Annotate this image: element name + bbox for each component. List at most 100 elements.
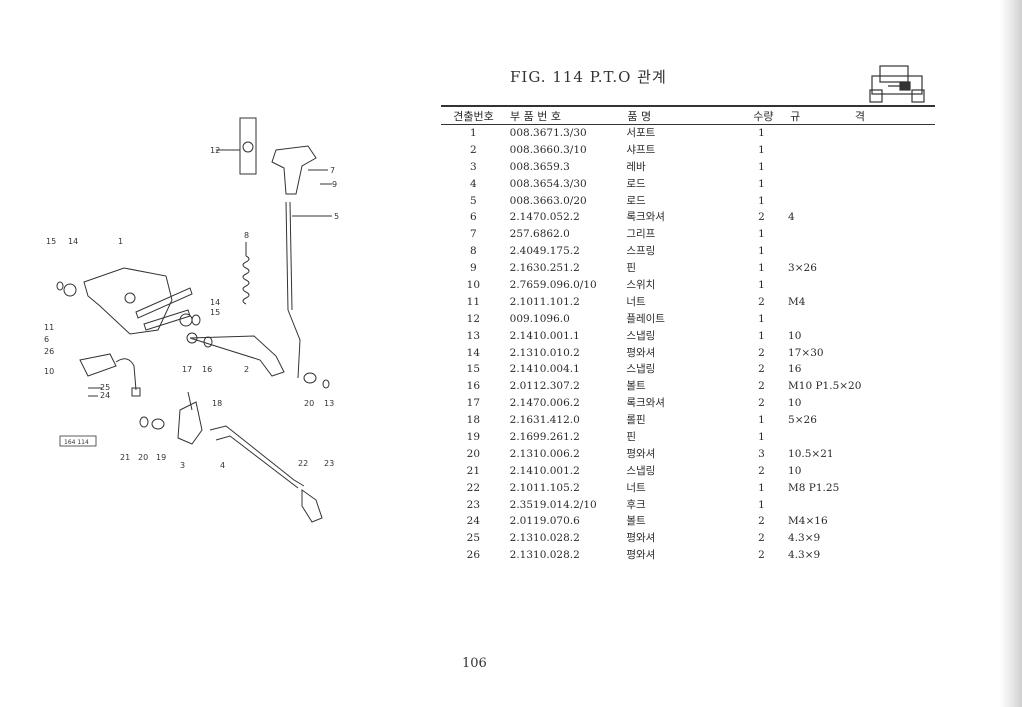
cell-part-no: 2.1410.001.1 [509, 329, 580, 342]
cell-no: 8 [469, 245, 477, 258]
cell-name: 플레이트 [626, 312, 665, 325]
svg-text:14: 14 [68, 237, 78, 246]
hook-23 [301, 489, 323, 523]
table-header-rule [441, 124, 935, 125]
svg-text:15: 15 [46, 237, 56, 246]
plate-12 [239, 117, 257, 175]
cell-qty: 1 [758, 127, 765, 139]
cell-no: 17 [466, 397, 481, 410]
cell-spec: 3×26 [788, 262, 817, 275]
header-spec-1: 규 [790, 110, 801, 123]
cell-qty: 1 [758, 262, 765, 275]
cell-part-no: 2.1699.261.2 [509, 431, 580, 444]
header-qty: 수량 [753, 110, 774, 123]
page-edge-shadow [1000, 0, 1022, 707]
cell-part-no: 009.1096.0 [509, 312, 570, 325]
svg-text:17: 17 [182, 365, 192, 374]
cell-no: 9 [469, 262, 477, 275]
svg-text:16: 16 [202, 365, 212, 374]
cell-no: 16 [466, 380, 481, 393]
cell-part-no: 2.1630.251.2 [509, 262, 580, 275]
cell-name: 평와셔 [626, 346, 656, 359]
cell-part-no: 2.0119.070.6 [509, 515, 580, 528]
cell-part-no: 008.3659.3 [509, 160, 570, 173]
cell-spec [784, 277, 935, 294]
grip-7 [271, 145, 317, 195]
cell-spec: M4×16 [788, 515, 828, 528]
svg-text:10: 10 [44, 367, 54, 376]
svg-text:18: 18 [212, 399, 222, 408]
cell-spec [784, 226, 935, 243]
cell-qty: 1 [758, 245, 765, 258]
cell-spec: M8 P1.25 [788, 481, 840, 494]
cell-no: 24 [466, 515, 481, 528]
cell-qty: 1 [758, 481, 765, 494]
cell-spec [784, 429, 935, 446]
svg-text:11: 11 [44, 323, 54, 332]
cell-name: 로드 [626, 177, 646, 190]
table-top-rule [441, 105, 935, 107]
cell-no: 4 [469, 177, 477, 190]
cell-spec [784, 159, 935, 176]
svg-text:13: 13 [324, 399, 334, 408]
support-1 [83, 267, 173, 335]
cell-part-no: 008.3671.3/30 [509, 127, 587, 139]
cell-part-no: 2.7659.096.0/10 [509, 279, 597, 292]
diagram-callouts: 12 7 9 5 8 15 14 1 14 15 11 6 26 10 25 2… [44, 146, 339, 470]
cell-part-no: 2.1011.101.2 [509, 295, 580, 308]
cell-part-no: 2.1011.105.2 [509, 481, 580, 494]
cell-part-no: 2.3519.014.2/10 [509, 498, 597, 511]
cell-name: 샤프트 [626, 143, 656, 156]
cell-qty: 1 [758, 431, 765, 444]
cell-name: 너트 [626, 295, 646, 308]
cell-no: 18 [466, 414, 481, 427]
cell-name: 스냅링 [626, 329, 656, 342]
cell-name: 볼트 [626, 380, 646, 393]
cell-no: 23 [466, 498, 481, 511]
cell-qty: 1 [758, 312, 765, 325]
cell-no: 15 [466, 363, 481, 376]
cell-qty: 1 [758, 329, 765, 342]
cell-name: 평와셔 [626, 549, 656, 562]
cell-name: 스프링 [626, 245, 656, 258]
cell-spec: 10 [788, 329, 802, 342]
cell-qty: 1 [758, 498, 765, 511]
cell-spec [784, 311, 935, 328]
cell-qty: 1 [758, 143, 765, 156]
cell-name: 로드 [626, 194, 646, 207]
cell-name: 핀 [626, 262, 636, 275]
cell-spec: 10.5×21 [788, 447, 834, 460]
rod-4 [209, 425, 305, 487]
cell-no: 20 [466, 447, 481, 460]
cell-qty: 1 [758, 160, 765, 173]
cell-spec [784, 243, 935, 260]
diagram-box-label: 164 114 [64, 439, 89, 446]
cell-spec [784, 497, 935, 514]
svg-text:12: 12 [210, 146, 220, 155]
cell-no: 26 [466, 549, 481, 562]
header-name: 품 명 [627, 110, 652, 123]
cell-qty: 3 [758, 447, 765, 460]
svg-text:5: 5 [334, 212, 339, 221]
cell-qty: 2 [758, 464, 765, 477]
cell-qty: 2 [758, 515, 765, 528]
svg-text:8: 8 [244, 231, 249, 240]
cell-name: 평와셔 [626, 532, 656, 545]
svg-text:4: 4 [220, 461, 225, 470]
cell-no: 7 [469, 228, 477, 241]
cell-spec: 4.3×9 [788, 532, 821, 545]
cell-part-no: 2.1470.006.2 [509, 397, 580, 410]
cell-part-no: 257.6862.0 [509, 228, 570, 241]
cell-spec: 16 [788, 363, 802, 376]
cell-qty: 2 [758, 380, 765, 393]
table-header-row: 견출번호 부 품 번 호 품 명 수량 규 격 [441, 109, 935, 124]
